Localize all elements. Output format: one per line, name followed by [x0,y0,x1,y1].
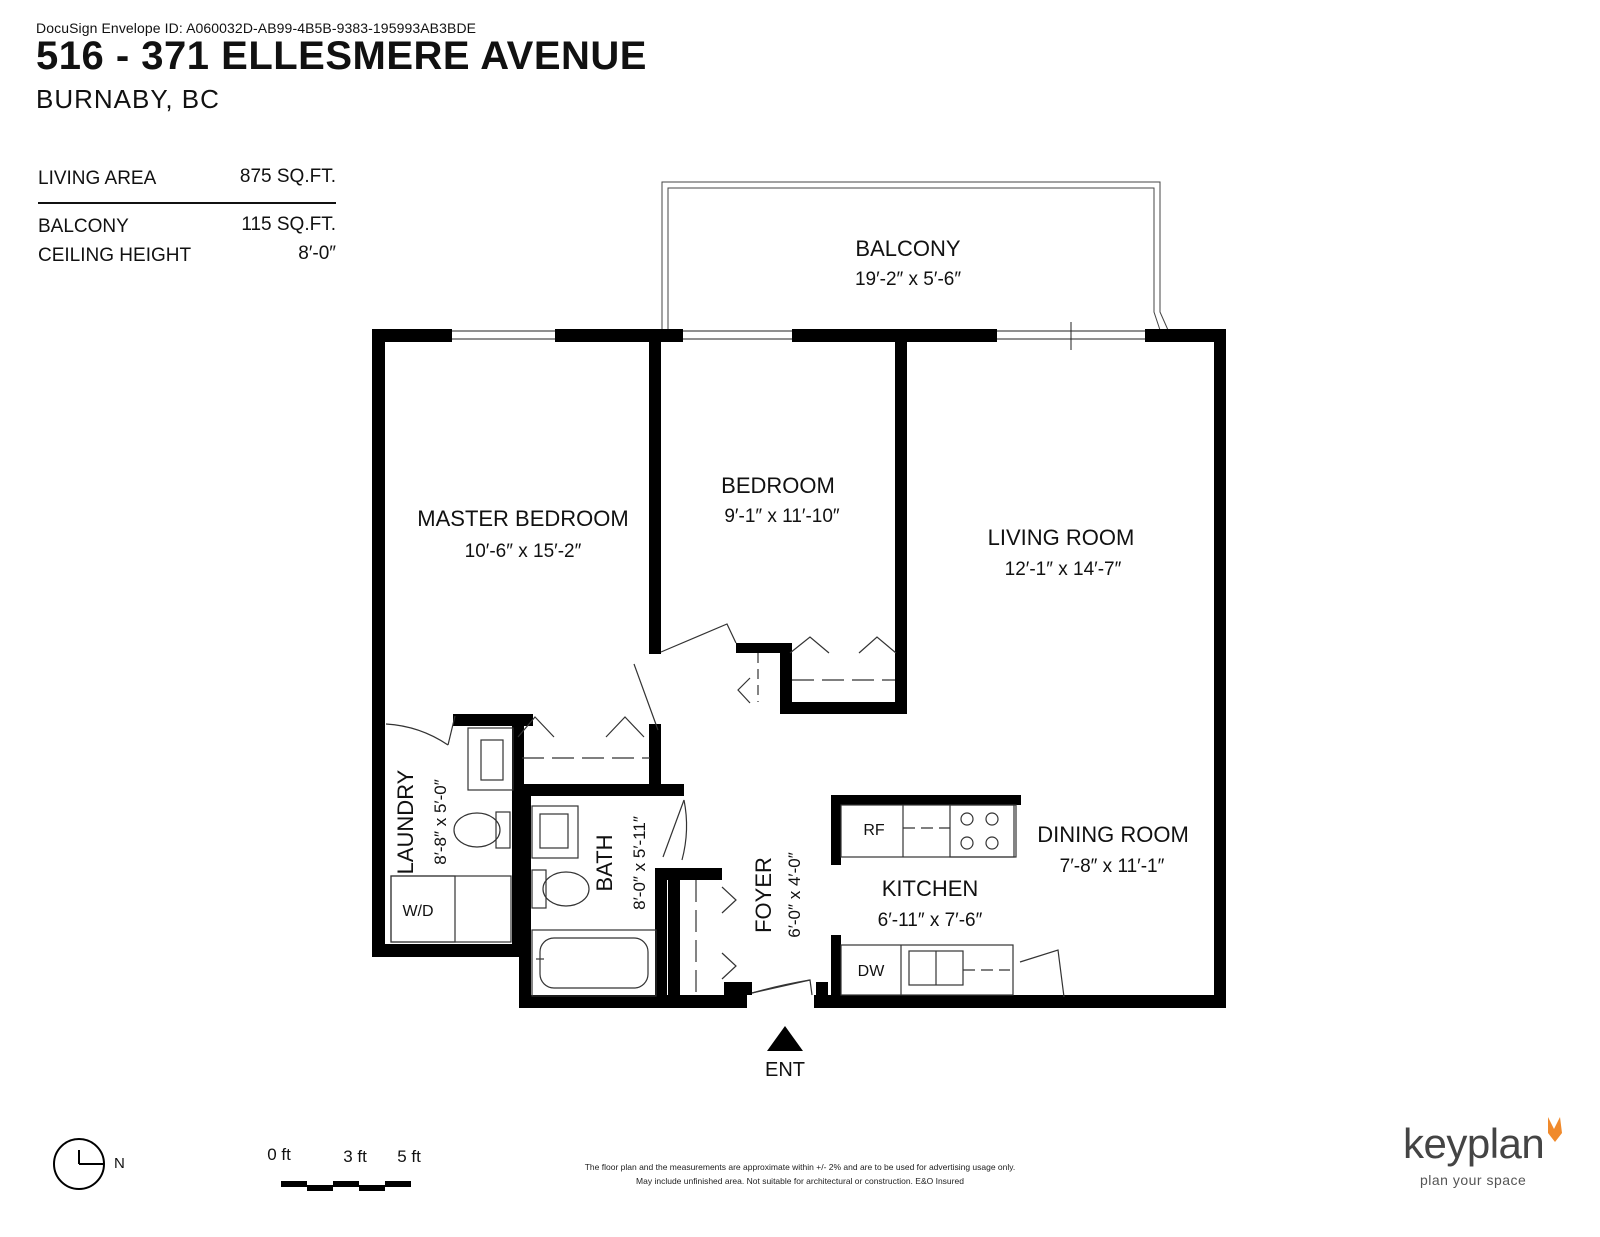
balcony-area-label: BALCONY [38,216,129,237]
page-subtitle: BURNABY, BC [36,84,220,114]
room-master-dims: 10′-6″ x 15′-2″ [465,541,582,562]
keyplan-tagline: plan your space [1420,1172,1527,1188]
room-foyer-name: FOYER [751,857,776,933]
keyplan-logo: keyplan [1403,1120,1545,1167]
balcony-area-value: 115 SQ.FT. [241,214,336,235]
scale-bar [281,1181,411,1191]
windows [452,322,1145,350]
room-bedroom-dims: 9′-1″ x 11′-10″ [724,506,840,527]
exterior-walls [372,329,1226,1008]
closet-doors [517,636,897,995]
room-balcony-dims: 19′-2″ x 5′-6″ [855,269,961,290]
room-bedroom-name: BEDROOM [721,473,835,498]
swing-doors [385,623,1065,998]
keyplan-fox-icon [1548,1117,1562,1142]
interior-walls [453,342,1021,1008]
room-kitchen-name: KITCHEN [882,876,979,901]
room-laundry-name: LAUNDRY [393,769,418,874]
room-living-dims: 12′-1″ x 14′-7″ [1005,559,1122,580]
compass-icon [53,1138,105,1190]
room-dining-name: DINING ROOM [1037,822,1189,847]
disclaimer-line-1: The floor plan and the measurements are … [584,1162,1016,1172]
ceiling-height-label: CEILING HEIGHT [38,245,192,266]
spec-divider [38,202,336,204]
compass-north-label: N [114,1155,125,1172]
living-area-value: 875 SQ.FT. [239,166,336,187]
room-bath-name: BATH [592,834,617,891]
room-laundry-dims: 8′-8″ x 5′-0″ [431,779,450,865]
room-dining-dims: 7′-8″ x 11′-1″ [1060,856,1165,877]
room-bath-dims: 8′-0″ x 5′-11″ [630,816,649,910]
entrance-label: ENT [765,1059,805,1081]
balcony-outline [661,181,1169,331]
room-master-name: MASTER BEDROOM [417,506,628,531]
ceiling-height-value: 8′-0″ [298,243,336,264]
living-area-label: LIVING AREA [38,168,157,189]
entrance-arrow-icon [767,1026,803,1051]
room-living-name: LIVING ROOM [988,525,1135,550]
scale-label-0: 0 ft [267,1145,291,1164]
fixture-rf: RF [863,822,885,839]
fixtures [390,727,1017,997]
scale-label-5: 5 ft [397,1147,421,1166]
room-balcony-name: BALCONY [855,236,960,261]
room-foyer-dims: 6′-0″ x 4′-0″ [785,852,804,938]
fixture-wd: W/D [402,903,433,920]
room-kitchen-dims: 6′-11″ x 7′-6″ [878,910,983,931]
scale-label-3: 3 ft [343,1147,367,1166]
fixture-dw: DW [858,963,886,980]
page-title: 516 - 371 ELLESMERE AVENUE [36,34,647,78]
envelope-id: DocuSign Envelope ID: A060032D-AB99-4B5B… [36,20,477,36]
disclaimer-line-2: May include unfinished area. Not suitabl… [636,1176,964,1186]
